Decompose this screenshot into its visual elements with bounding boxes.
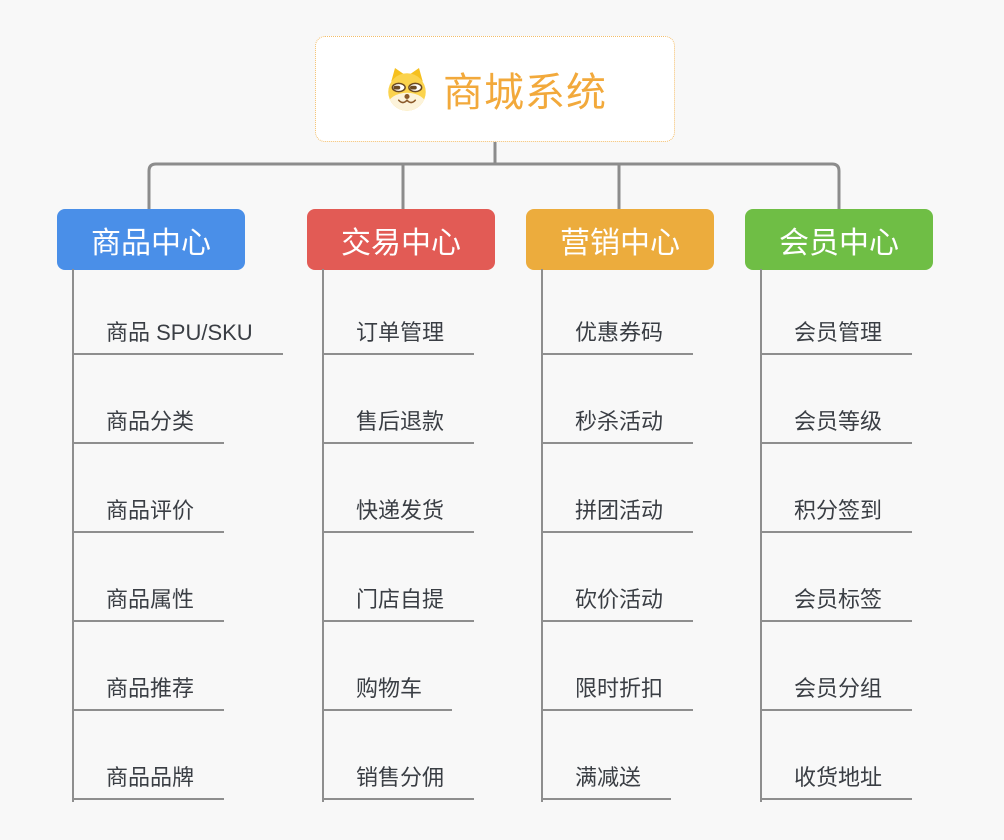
branch-header-product-center[interactable]: 商品中心 [57, 209, 245, 270]
branch-spine [760, 269, 762, 802]
branch-spine [322, 269, 324, 802]
leaf-node[interactable]: 购物车 [322, 675, 453, 711]
leaf-node[interactable]: 会员管理 [760, 319, 913, 355]
leaf-node[interactable]: 售后退款 [322, 408, 475, 444]
root-node[interactable]: 商城系统 [315, 36, 675, 142]
leaf-node[interactable]: 商品 SPU/SKU [72, 319, 283, 355]
branch-spine [72, 269, 74, 802]
leaf-node[interactable]: 商品推荐 [72, 675, 225, 711]
branch-header-trade-center[interactable]: 交易中心 [307, 209, 495, 270]
branch-label: 交易中心 [341, 226, 461, 260]
branch-spine [541, 269, 543, 802]
leaf-node[interactable]: 订单管理 [322, 319, 475, 355]
leaf-node[interactable]: 会员标签 [760, 586, 913, 622]
branch-label: 商品中心 [91, 226, 211, 260]
leaf-node[interactable]: 会员分组 [760, 675, 913, 711]
leaf-node[interactable]: 快递发货 [322, 497, 475, 533]
branch-label: 营销中心 [560, 226, 680, 260]
leaf-node[interactable]: 优惠券码 [541, 319, 694, 355]
leaf-node[interactable]: 收货地址 [760, 764, 913, 800]
leaf-node[interactable]: 商品品牌 [72, 764, 225, 800]
leaf-node[interactable]: 商品评价 [72, 497, 225, 533]
root-title: 商城系统 [443, 71, 607, 115]
branch-label: 会员中心 [779, 226, 899, 260]
leaf-node[interactable]: 限时折扣 [541, 675, 694, 711]
leaf-node[interactable]: 销售分佣 [322, 764, 475, 800]
leaf-node[interactable]: 商品分类 [72, 408, 225, 444]
leaf-node[interactable]: 秒杀活动 [541, 408, 694, 444]
branch-header-marketing-center[interactable]: 营销中心 [526, 209, 714, 270]
leaf-node[interactable]: 商品属性 [72, 586, 225, 622]
leaf-node[interactable]: 会员等级 [760, 408, 913, 444]
leaf-node[interactable]: 积分签到 [760, 497, 913, 533]
branch-header-member-center[interactable]: 会员中心 [745, 209, 933, 270]
leaf-node[interactable]: 拼团活动 [541, 497, 694, 533]
leaf-node[interactable]: 砍价活动 [541, 586, 694, 622]
leaf-node[interactable]: 门店自提 [322, 586, 475, 622]
doge-icon [388, 68, 426, 111]
leaf-node[interactable]: 满减送 [541, 764, 672, 800]
